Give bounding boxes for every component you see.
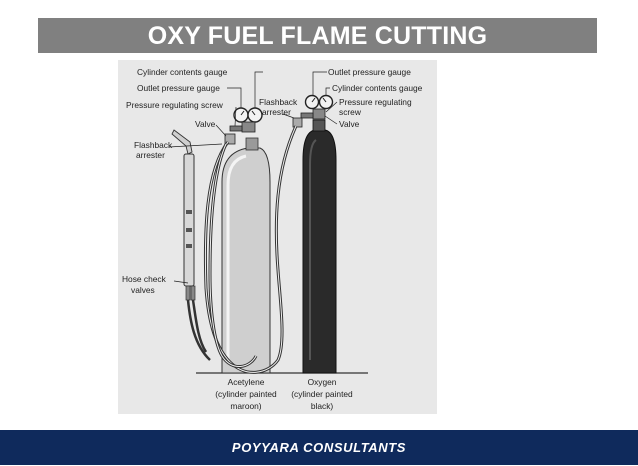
- acetylene-regulator: [224, 107, 263, 145]
- label-flashback-arrester-left-1: Flashback: [134, 140, 173, 150]
- label-valve-left: Valve: [195, 119, 216, 129]
- label-oxygen-1: Oxygen: [308, 377, 337, 387]
- label-pressure-regulating-screw-right-1: Pressure regulating: [339, 97, 412, 107]
- leader-lines: [168, 71, 338, 284]
- label-flashback-arrester-mid-2: arrester: [262, 107, 291, 117]
- label-pressure-regulating-screw-right-2: screw: [339, 107, 362, 117]
- label-hose-check-valves-1: Hose check: [122, 274, 167, 284]
- label-valve-right: Valve: [339, 119, 360, 129]
- label-pressure-regulating-screw-left: Pressure regulating screw: [126, 100, 224, 110]
- label-acetylene-3: maroon): [230, 401, 261, 411]
- label-cylinder-contents-gauge-left: Cylinder contents gauge: [137, 67, 228, 77]
- diagram-svg: Cylinder contents gauge Outlet pressure …: [122, 67, 423, 411]
- label-outlet-pressure-gauge-left: Outlet pressure gauge: [137, 83, 220, 93]
- oxygen-cylinder: [302, 119, 337, 374]
- label-cylinder-contents-gauge-right: Cylinder contents gauge: [332, 83, 423, 93]
- label-oxygen-3: black): [311, 401, 334, 411]
- label-flashback-arrester-mid-1: Flashback: [259, 97, 298, 107]
- label-oxygen-2: (cylinder painted: [291, 389, 353, 399]
- slide-title: OXY FUEL FLAME CUTTING: [147, 22, 488, 50]
- cutting-torch: [171, 129, 211, 361]
- label-outlet-pressure-gauge-right: Outlet pressure gauge: [328, 67, 411, 77]
- footer-bar: POYYARA CONSULTANTS: [0, 430, 638, 465]
- acetylene-cylinder: [221, 137, 271, 374]
- oxygen-regulator: [292, 94, 334, 128]
- title-bar: OXY FUEL FLAME CUTTING: [38, 18, 597, 53]
- label-acetylene-2: (cylinder painted: [215, 389, 277, 399]
- oxy-fuel-diagram: Cylinder contents gauge Outlet pressure …: [118, 60, 437, 414]
- label-flashback-arrester-left-2: arrester: [136, 150, 165, 160]
- hoses: [203, 125, 298, 374]
- label-acetylene-1: Acetylene: [228, 377, 265, 387]
- label-hose-check-valves-2: valves: [131, 285, 155, 295]
- footer-text: POYYARA CONSULTANTS: [231, 440, 407, 455]
